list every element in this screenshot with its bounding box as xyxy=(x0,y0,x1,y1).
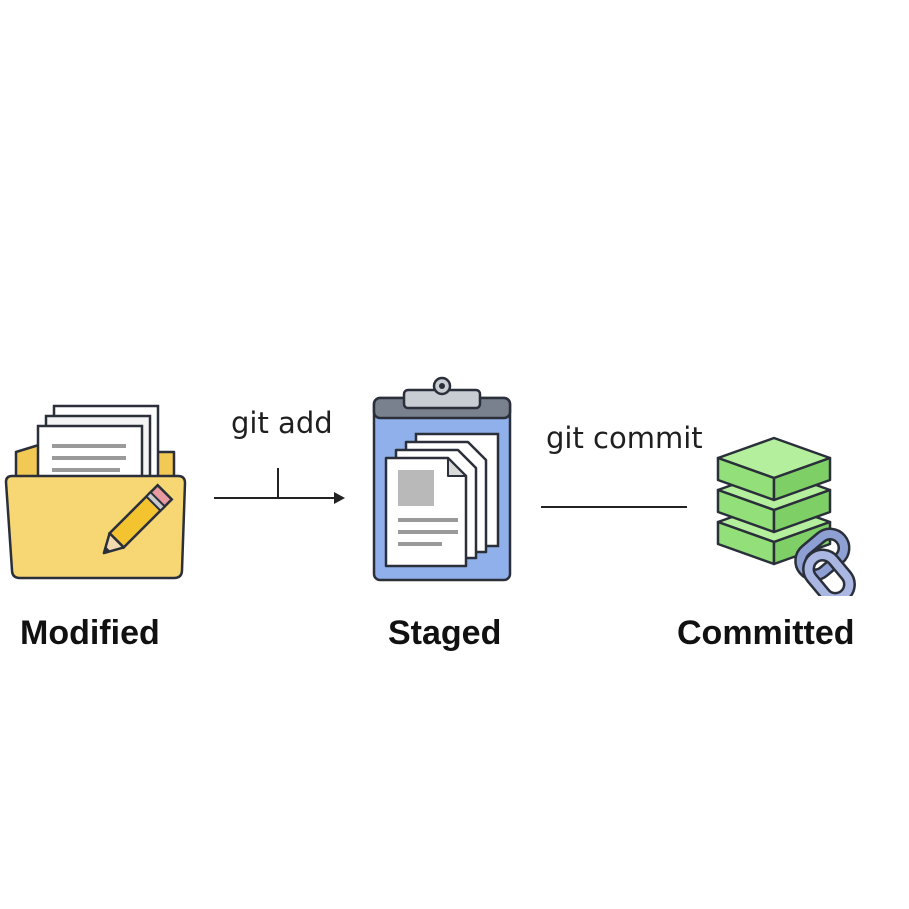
git-commit-line xyxy=(541,496,689,514)
stage-label-staged: Staged xyxy=(388,614,502,652)
database-chain-icon xyxy=(712,424,872,596)
git-add-label: git add xyxy=(231,406,333,440)
git-add-arrow xyxy=(214,464,349,513)
clipboard-icon xyxy=(370,376,516,586)
folder-pencil-icon xyxy=(2,400,192,585)
git-commit-label: git commit xyxy=(546,421,703,455)
stage-label-modified: Modified xyxy=(20,614,160,652)
stage-label-committed: Committed xyxy=(677,614,855,652)
